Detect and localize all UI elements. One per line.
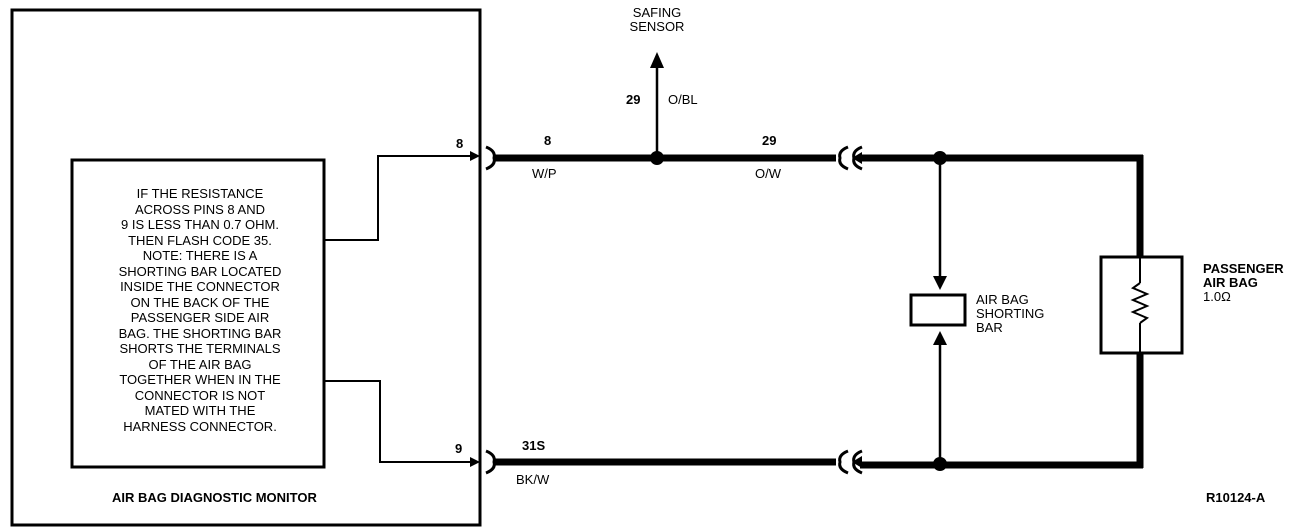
wire-bottom-circuit: 31S bbox=[522, 438, 546, 453]
connector-pin8 bbox=[485, 145, 496, 171]
connector-bottom-female bbox=[838, 449, 849, 475]
wire-top-right-color: O/W bbox=[755, 166, 781, 181]
pin9-internal-line bbox=[324, 380, 478, 463]
note-line: MATED WITH THE bbox=[144, 403, 256, 418]
pin8-internal-line bbox=[324, 155, 478, 241]
shorting-bar-box bbox=[909, 293, 967, 327]
safing-arrow bbox=[650, 52, 664, 68]
monitor-label: AIR BAG DIAGNOSTIC MONITOR bbox=[112, 490, 317, 505]
note-line: 9 IS LESS THAN 0.7 OHM. bbox=[121, 217, 279, 232]
note-line: ON THE BACK OF THE bbox=[130, 294, 270, 310]
connector-pin9 bbox=[485, 449, 496, 475]
note-line: HARNESS CONNECTOR. bbox=[123, 418, 277, 434]
resistor-icon bbox=[1130, 282, 1150, 324]
wire-top-left-circuit: 8 bbox=[544, 133, 552, 148]
connector-bottom-arrow bbox=[852, 456, 862, 468]
air-bag-box bbox=[1099, 255, 1184, 355]
safing-sensor-label: SAFING SENSOR bbox=[629, 5, 685, 34]
wire-branch-color: O/BL bbox=[668, 92, 698, 107]
connector-top-arrow bbox=[852, 152, 862, 164]
pin8-arrow bbox=[470, 151, 480, 161]
wire-top-right-circuit: 29 bbox=[762, 133, 777, 148]
shorting-arrow-bottom bbox=[933, 331, 947, 345]
figure-id: R10124-A bbox=[1206, 490, 1266, 505]
note-line: TOGETHER WHEN IN THE bbox=[119, 372, 281, 387]
note-line: NOTE: THERE IS A bbox=[142, 248, 258, 263]
pin-label-9: 9 bbox=[455, 441, 463, 456]
note-line: IF THE RESISTANCE bbox=[136, 186, 264, 201]
note-line: INSIDE THE CONNECTOR bbox=[120, 279, 280, 294]
pin9-arrow bbox=[470, 457, 480, 467]
note-line: SHORTS THE TERMINALS bbox=[119, 341, 281, 356]
note-box bbox=[70, 158, 326, 469]
connector-top-female bbox=[838, 145, 849, 171]
wire-branch-circuit: 29 bbox=[626, 92, 641, 107]
diagnostic-monitor-box bbox=[10, 8, 482, 527]
wire-top-left-color: W/P bbox=[532, 166, 557, 181]
note-line: THEN FLASH CODE 35. bbox=[128, 232, 272, 248]
note-line: BAG. THE SHORTING BAR bbox=[118, 325, 282, 341]
note-line: ACROSS PINS 8 AND bbox=[134, 201, 266, 217]
note-line: PASSENGER SIDE AIR bbox=[130, 310, 270, 325]
shorting-bar-label: AIR BAG SHORTING BAR bbox=[976, 292, 1045, 335]
note-line: OF THE AIR BAG bbox=[148, 356, 252, 372]
note-line: CONNECTOR IS NOT bbox=[134, 387, 266, 403]
splice-bottom-right bbox=[933, 457, 947, 471]
shorting-arrow-top bbox=[933, 276, 947, 290]
note-line: SHORTING BAR LOCATED bbox=[118, 263, 282, 279]
wire-bottom-color: BK/W bbox=[516, 472, 550, 487]
pin-label-8: 8 bbox=[456, 136, 464, 151]
passenger-air-bag-label: PASSENGER AIR BAG 1.0Ω bbox=[1203, 261, 1284, 304]
